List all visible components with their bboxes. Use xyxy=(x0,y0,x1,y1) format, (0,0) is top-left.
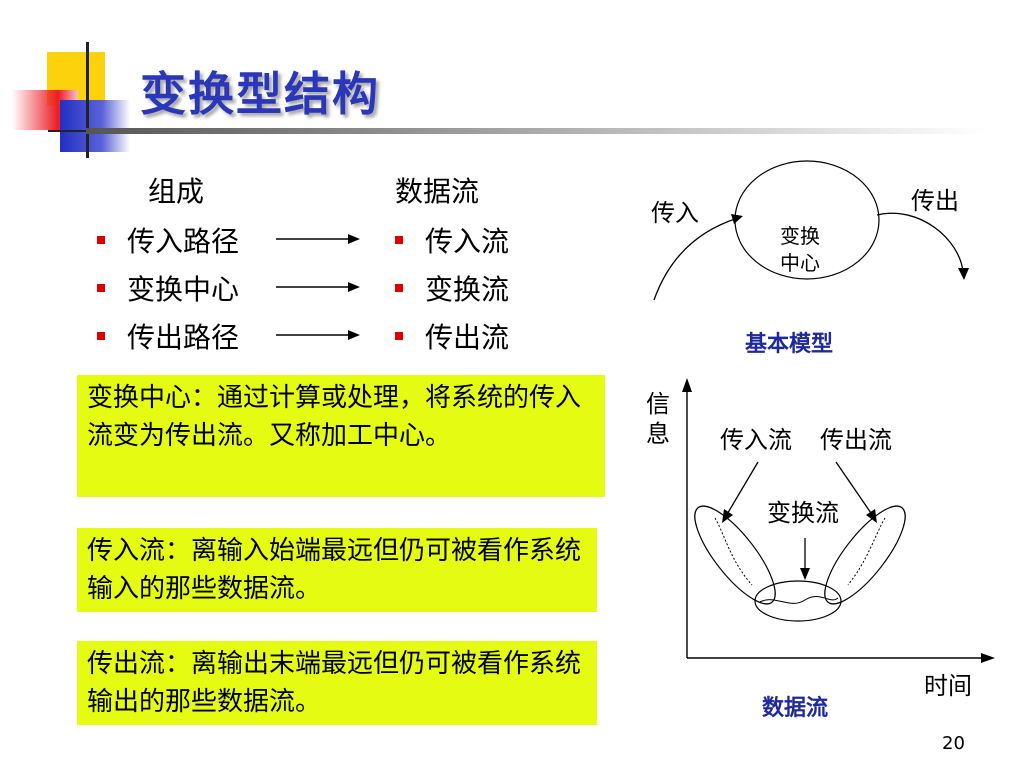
dataflow-item: 变换流 xyxy=(395,268,509,308)
decorative-vertical-line xyxy=(86,42,89,158)
component-label: 传出路径 xyxy=(127,321,240,354)
bullet-square-icon xyxy=(395,284,403,292)
slide-title: 变换型结构 xyxy=(140,67,380,121)
arrow-right-icon xyxy=(276,282,360,292)
component-item: 变换中心 xyxy=(97,268,239,308)
x-axis-label: 时间 xyxy=(924,672,972,700)
incoming-flow-label: 传入流 xyxy=(720,426,792,454)
bullet-square-icon xyxy=(97,284,105,292)
dataflow-label: 变换流 xyxy=(425,273,510,306)
definition-outgoing-flow: 传出流：离输出末端最远但仍可被看作系统输出的那些数据流。 xyxy=(77,641,597,725)
dataflow-header: 数据流 xyxy=(395,175,480,208)
transform-flow-label: 变换流 xyxy=(767,499,839,527)
decorative-blue-block xyxy=(60,100,130,152)
bullet-square-icon xyxy=(395,332,403,340)
component-item: 传出路径 xyxy=(97,316,239,356)
basic-model-out-label: 传出 xyxy=(911,187,959,215)
page-number: 20 xyxy=(942,733,965,754)
basic-model-in-label: 传入 xyxy=(651,199,699,227)
transform-center-line1: 变换 xyxy=(780,224,820,248)
bullet-square-icon xyxy=(97,236,105,244)
basic-model-caption: 基本模型 xyxy=(745,332,834,357)
basic-model-diagram xyxy=(653,160,969,301)
definition-incoming-flow: 传入流：离输入始端最远但仍可被看作系统输入的那些数据流。 xyxy=(77,528,597,612)
outgoing-flow-label: 传出流 xyxy=(820,426,892,454)
transform-center-line2: 中心 xyxy=(780,251,820,275)
arrow-right-icon xyxy=(276,234,360,244)
component-label: 变换中心 xyxy=(127,273,240,306)
dataflow-item: 传出流 xyxy=(395,316,509,356)
y-axis-label-line1: 信 xyxy=(646,390,670,418)
dataflow-caption: 数据流 xyxy=(762,696,829,721)
component-item: 传入路径 xyxy=(97,220,239,260)
bullet-square-icon xyxy=(395,236,403,244)
bullet-square-icon xyxy=(97,332,105,340)
title-underline xyxy=(86,128,986,134)
dataflow-label: 传出流 xyxy=(425,321,510,354)
y-axis-label-line2: 息 xyxy=(646,420,670,448)
dataflow-diagram xyxy=(682,378,995,663)
arrow-right-icon xyxy=(276,330,360,340)
components-header: 组成 xyxy=(148,175,205,208)
dataflow-label: 传入流 xyxy=(425,225,510,258)
dataflow-item: 传入流 xyxy=(395,220,509,260)
component-label: 传入路径 xyxy=(127,225,240,258)
definition-transform-center: 变换中心：通过计算或处理，将系统的传入流变为传出流。又称加工中心。 xyxy=(77,375,605,497)
